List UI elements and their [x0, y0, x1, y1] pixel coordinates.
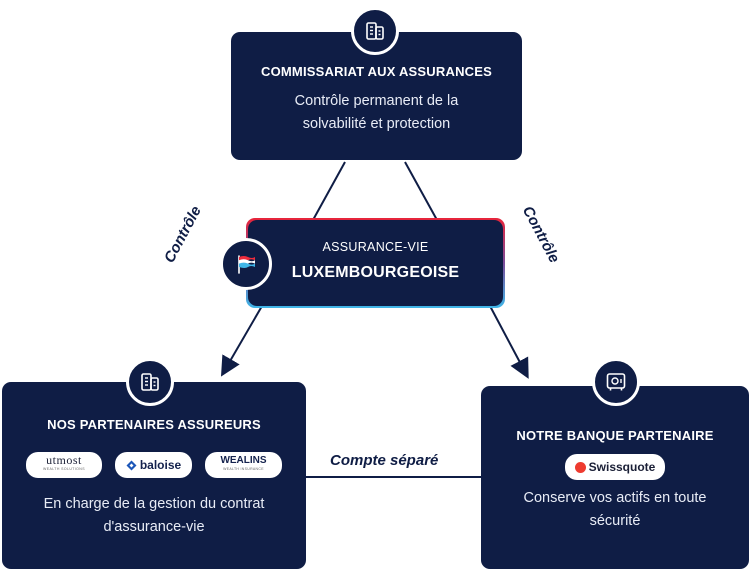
- partner-utmost-name: utmost: [46, 453, 82, 467]
- building-document-icon: [351, 7, 399, 55]
- building-document-icon: [126, 358, 174, 406]
- control-line-right: [404, 161, 438, 221]
- assurance-vie-card: ASSURANCE-VIE LUXEMBOURGEOISE: [248, 220, 503, 306]
- bank-desc: Conserve vos actifs en toute sécurité: [481, 487, 749, 533]
- baloise-logo-icon: [126, 460, 137, 470]
- bank-card: NOTRE BANQUE PARTENAIRE Swissquote Conse…: [481, 386, 749, 569]
- commissariat-desc-line2: solvabilité et protection: [302, 116, 451, 132]
- separate-account-label: Compte séparé: [330, 452, 439, 469]
- insurers-card: NOS PARTENAIRES ASSUREURS utmost WEALTH …: [2, 382, 306, 569]
- arrow-to-bank: [489, 305, 529, 379]
- bank-desc-line1: Conserve vos actifs en toute: [523, 490, 707, 506]
- partner-wealins-name: WEALINS: [220, 455, 267, 466]
- partner-swissquote: Swissquote: [565, 454, 665, 480]
- control-line-left: [312, 161, 346, 221]
- luxembourg-flag-icon: [220, 238, 272, 290]
- bank-desc-line2: sécurité: [589, 513, 641, 529]
- assurance-vie-line1: ASSURANCE-VIE: [322, 240, 429, 254]
- commissariat-desc-line1: Contrôle permanent de la: [294, 93, 459, 109]
- commissariat-desc: Contrôle permanent de la solvabilité et …: [231, 90, 522, 136]
- partner-wealins: WEALINS WEALTH INSURANCE: [205, 452, 282, 478]
- commissariat-card: COMMISSARIAT AUX ASSURANCES Contrôle per…: [231, 32, 522, 160]
- partner-utmost-sub: WEALTH SOLUTIONS: [43, 467, 85, 471]
- partner-wealins-sub: WEALTH INSURANCE: [223, 467, 264, 471]
- commissariat-title: COMMISSARIAT AUX ASSURANCES: [261, 64, 492, 79]
- bank-title: NOTRE BANQUE PARTENAIRE: [516, 428, 714, 443]
- partner-utmost: utmost WEALTH SOLUTIONS: [26, 452, 102, 478]
- partner-baloise: baloise: [115, 452, 192, 478]
- arrow-to-insurers: [220, 305, 263, 377]
- partner-baloise-name: baloise: [139, 458, 182, 472]
- safe-icon: [592, 358, 640, 406]
- insurers-desc-line2: d'assurance-vie: [103, 519, 205, 535]
- insurers-desc: En charge de la gestion du contrat d'ass…: [2, 493, 306, 539]
- insurers-desc-line1: En charge de la gestion du contrat: [43, 496, 265, 512]
- assurance-vie-line2: LUXEMBOURGEOISE: [291, 264, 460, 281]
- swissquote-logo-icon: [574, 461, 586, 473]
- insurers-title: NOS PARTENAIRES ASSUREURS: [47, 417, 261, 432]
- partner-swissquote-name: Swissquote: [588, 460, 656, 474]
